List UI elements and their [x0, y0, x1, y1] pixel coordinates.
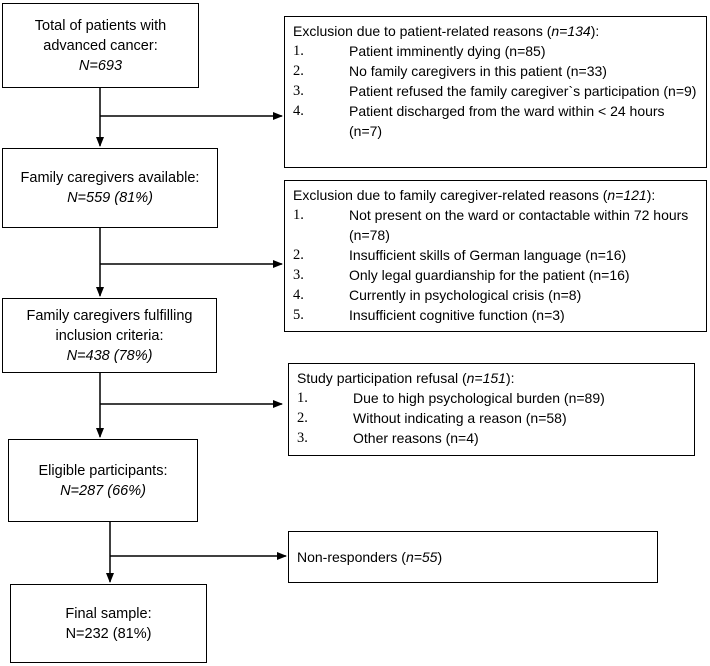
box-total-patients: Total of patients with advanced cancer: … [2, 3, 199, 88]
list-item: 2.Without indicating a reason (n=58) [297, 410, 567, 426]
box-inclusion-criteria: Family caregivers fulfilling inclusion c… [2, 298, 217, 373]
box-non-responders: Non-responders (n=55) [288, 531, 658, 583]
box-label-line: Total of patients with [34, 17, 167, 34]
list-item: 4.Patient discharged from the ward withi… [293, 103, 665, 139]
exclusion-list: 1.Not present on the ward or contactable… [293, 205, 698, 325]
list-item: 3.Other reasons (n=4) [297, 430, 479, 446]
box-count: N=287 (66%) [60, 482, 146, 499]
exclusion-list: 1.Patient imminently dying (n=85) 2.No f… [293, 41, 698, 141]
list-item: 3.Only legal guardianship for the patien… [293, 267, 630, 283]
box-label-line: Family caregivers available: [20, 170, 200, 186]
box-count: N=559 (81%) [67, 190, 153, 206]
box-exclusion-caregiver-reasons: Exclusion due to family caregiver-relate… [284, 180, 707, 332]
box-caregivers-available: Family caregivers available: N=559 (81%) [2, 148, 218, 228]
exclusion-heading: Non-responders (n=55) [297, 549, 443, 565]
exclusion-heading: Study participation refusal (n=151): [297, 370, 515, 386]
list-item: 2.No family caregivers in this patient (… [293, 63, 607, 79]
box-eligible-participants: Eligible participants: N=287 (66%) [8, 439, 198, 522]
box-exclusion-patient-reasons: Exclusion due to patient-related reasons… [284, 16, 707, 168]
exclusion-heading: Exclusion due to family caregiver-relate… [293, 187, 656, 203]
box-label-line: advanced cancer: [43, 37, 158, 54]
exclusion-list: 1.Due to high psychological burden (n=89… [297, 388, 686, 448]
list-item: 2.Insufficient skills of German language… [293, 247, 627, 263]
box-label-line: Final sample: [65, 605, 152, 622]
list-item: 5.Insufficient cognitive function (n=3) [293, 307, 565, 323]
box-final-sample: Final sample: N=232 (81%) [10, 584, 207, 663]
box-count: N=693 [78, 57, 123, 74]
box-label-line: inclusion criteria: [55, 327, 164, 344]
box-participation-refusal: Study participation refusal (n=151): 1.D… [288, 363, 695, 456]
list-item: 1.Due to high psychological burden (n=89… [297, 390, 605, 406]
list-item: 1.Patient imminently dying (n=85) [293, 43, 546, 59]
box-label-line: Family caregivers fulfilling [26, 307, 193, 324]
box-count: N=438 (78%) [66, 347, 153, 364]
list-item: 4.Currently in psychological crisis (n=8… [293, 287, 582, 303]
exclusion-heading: Exclusion due to patient-related reasons… [293, 23, 600, 39]
box-label-line: Eligible participants: [38, 462, 168, 479]
list-item: 3.Patient refused the family caregiver`s… [293, 83, 697, 99]
box-count: N=232 (81%) [65, 625, 152, 642]
list-item: 1.Not present on the ward or contactable… [293, 207, 689, 243]
